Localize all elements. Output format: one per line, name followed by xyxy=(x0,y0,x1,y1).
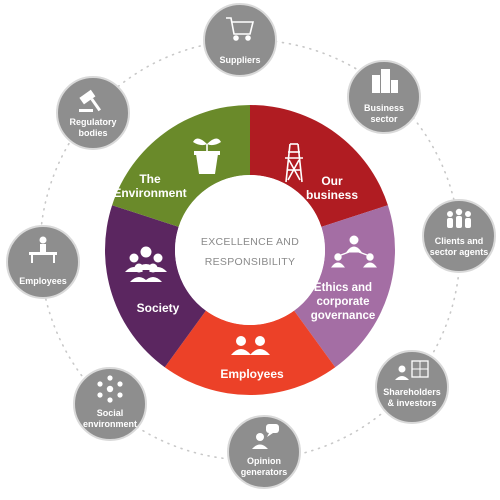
satellite-suppliers-label: Suppliers xyxy=(219,55,260,65)
satellite-regulatory-label-2: bodies xyxy=(78,128,107,138)
shopping-cart-icon xyxy=(226,17,255,41)
satellite-business-sector-label-1: Business xyxy=(364,103,404,113)
center-circle xyxy=(175,175,325,325)
potted-plant-icon xyxy=(193,138,221,174)
segment-ethics-label-1: Ethics and xyxy=(314,282,372,294)
satellite-regulatory-label-1: Regulatory xyxy=(69,117,116,127)
satellite-shareholders-label-1: Shareholders xyxy=(383,387,441,397)
satellite-opinion-generators[interactable]: Opinion generators xyxy=(227,415,301,489)
two-people-icon xyxy=(231,336,270,355)
segment-our-business-label-2: business xyxy=(306,188,358,202)
people-group-icon xyxy=(447,208,471,228)
people-network-icon xyxy=(97,375,123,403)
satellite-clients-label-1: Clients and xyxy=(435,236,484,246)
segment-employees[interactable] xyxy=(164,310,336,395)
center-title-line1: EXCELLENCE AND xyxy=(201,236,299,248)
segment-environment[interactable] xyxy=(112,105,250,227)
segment-society-label: Society xyxy=(137,301,180,315)
segment-environment-label-2: Environment xyxy=(113,186,186,200)
buildings-icon xyxy=(372,69,398,93)
segment-ethics-label-3: governance xyxy=(311,310,376,322)
person-with-chart-icon xyxy=(395,360,429,380)
satellite-shareholders-label-2: & investors xyxy=(387,398,436,408)
satellite-business-sector-label-2: sector xyxy=(370,114,398,124)
satellite-clients[interactable]: Clients and sector agents xyxy=(422,199,496,273)
satellite-opinion-generators-label-1: Opinion xyxy=(247,456,281,466)
gavel-icon xyxy=(79,89,101,112)
segment-our-business-label-1: Our xyxy=(321,174,343,188)
satellite-social-environment-label-1: Social xyxy=(97,408,124,418)
group-of-people-icon xyxy=(125,246,167,282)
satellite-shareholders[interactable]: Shareholders & investors xyxy=(375,350,449,424)
segment-environment-label-1: The xyxy=(139,172,161,186)
segment-society[interactable] xyxy=(104,205,206,368)
satellite-suppliers[interactable]: Suppliers xyxy=(203,3,277,77)
person-at-desk-icon xyxy=(29,236,57,263)
satellite-employees[interactable]: Employees xyxy=(6,225,80,299)
satellite-business-sector[interactable]: Business sector xyxy=(347,60,421,134)
segment-ethics[interactable] xyxy=(294,205,395,368)
org-chart-icon xyxy=(330,235,378,268)
satellite-social-environment[interactable]: Social environment xyxy=(73,367,147,441)
segment-our-business[interactable] xyxy=(250,105,388,227)
satellite-regulatory-bodies[interactable]: Regulatory bodies xyxy=(56,76,130,150)
segment-ethics-label-2: corporate xyxy=(316,296,369,308)
satellite-opinion-generators-label-2: generators xyxy=(241,467,288,477)
satellite-social-environment-label-2: environment xyxy=(83,419,137,429)
donut-ring xyxy=(104,105,395,395)
segment-employees-label: Employees xyxy=(220,367,284,381)
satellite-employees-label: Employees xyxy=(19,276,67,286)
satellite-clients-label-2: sector agents xyxy=(430,247,489,257)
power-pylon-icon xyxy=(285,143,303,183)
person-speech-bubble-icon xyxy=(252,424,279,449)
center-title-line2: RESPONSIBILITY xyxy=(205,256,296,268)
